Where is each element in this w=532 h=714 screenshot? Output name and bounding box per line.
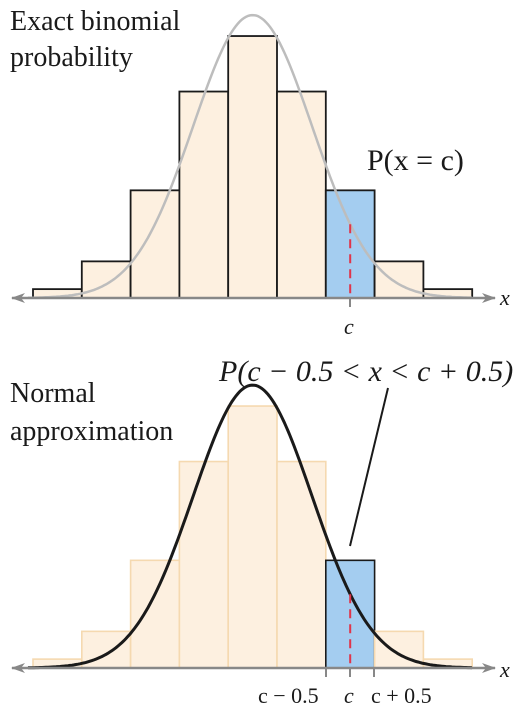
top-bar-4: [178, 90, 230, 299]
bottom-annotation: P(c − 0.5 < x < c + 0.5): [219, 355, 514, 388]
top-bar-3: [129, 189, 181, 299]
bottom-tick-label-c-minus: c − 0.5: [258, 683, 319, 708]
top-bar-5: [227, 35, 278, 299]
bottom-histogram: [32, 405, 473, 669]
bottom-bar-4: [178, 460, 229, 669]
top-annotation: P(x = c): [367, 144, 464, 177]
top-title-line1: Exact binomial: [10, 6, 181, 37]
top-title-line2: probability: [10, 42, 133, 73]
bottom-tick-label-c-plus: c + 0.5: [371, 683, 432, 708]
bottom-bar-5: [227, 405, 278, 669]
top-axis-label: x: [499, 285, 510, 310]
bottom-title-line2: approximation: [10, 416, 174, 447]
top-bar-6: [276, 90, 327, 299]
bottom-axis-label: x: [499, 657, 510, 682]
bottom-title-line1: Normal: [10, 378, 96, 409]
top-tick-label-c: c: [344, 314, 354, 339]
bottom-bar-6: [276, 460, 327, 669]
bottom-normal-curve: [27, 383, 473, 670]
bottom-tick-label-c: c: [344, 683, 354, 708]
top-histogram: [32, 35, 474, 299]
annotation-leader-line: [349, 387, 389, 547]
top-normal-curve: [27, 13, 473, 300]
bottom-bar-3: [129, 559, 181, 669]
